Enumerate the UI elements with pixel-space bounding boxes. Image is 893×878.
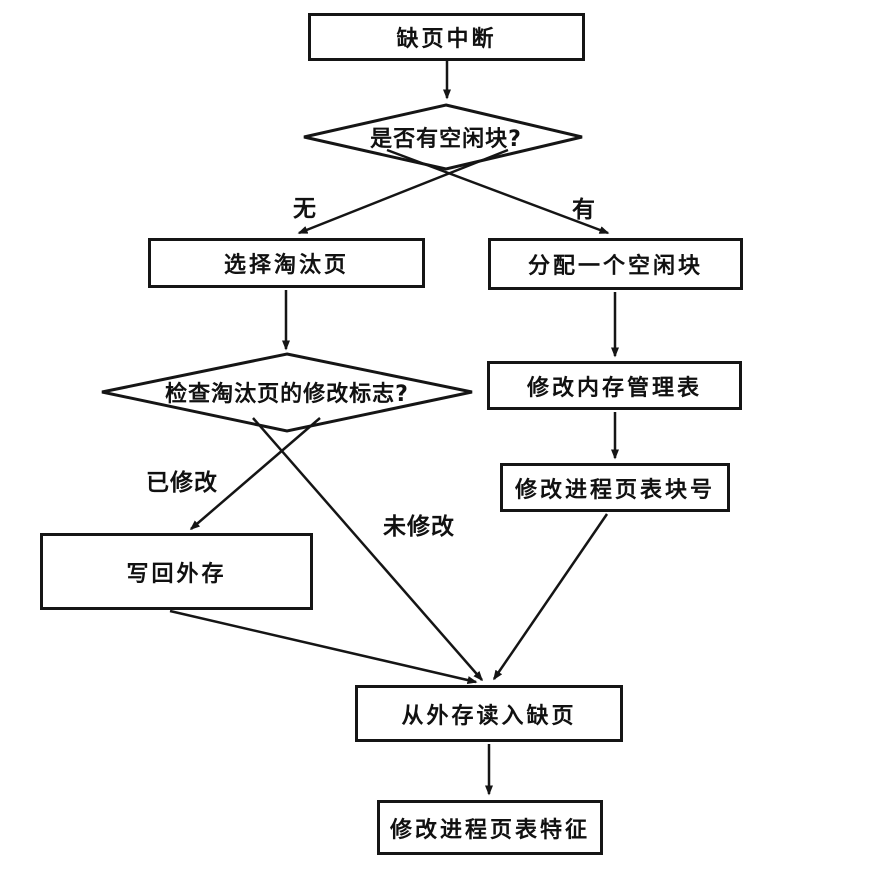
- edge-label-not-modified: 未修改: [383, 514, 455, 540]
- decision-has-free-block-label: 是否有空闲块?: [370, 127, 522, 152]
- edge-yes-branch-line: [386, 148, 610, 235]
- edge-writeback-to-readin-line: [169, 609, 478, 684]
- node-allocate-free-block: 分配一个空闲块: [488, 238, 743, 290]
- edge-label-no: 无: [293, 196, 317, 222]
- edge-label-yes: 有: [572, 197, 596, 223]
- edge-not-modified-branch-line: [252, 417, 483, 682]
- node-modify-page-table-flags: 修改进程页表特征: [377, 800, 603, 855]
- diamond-has-free-block: [303, 103, 583, 171]
- node-write-back-to-disk: 写回外存: [40, 533, 313, 610]
- edge-no-branch-line: [297, 148, 509, 235]
- node-modify-memory-table: 修改内存管理表: [487, 361, 742, 410]
- edge-label-modified: 已修改: [146, 470, 218, 496]
- decision-check-modify-flag-label: 检查淘汰页的修改标志?: [165, 382, 409, 407]
- node-select-victim-page: 选择淘汰页: [148, 238, 425, 288]
- node-start: 缺页中断: [308, 13, 585, 61]
- diamond-check-modify-flag: [101, 352, 473, 433]
- node-read-page-from-disk: 从外存读入缺页: [355, 685, 623, 742]
- node-modify-page-table-block: 修改进程页表块号: [500, 463, 730, 512]
- edge-modified-branch-line: [189, 417, 321, 530]
- edge-blockno-to-readin-line: [492, 513, 609, 681]
